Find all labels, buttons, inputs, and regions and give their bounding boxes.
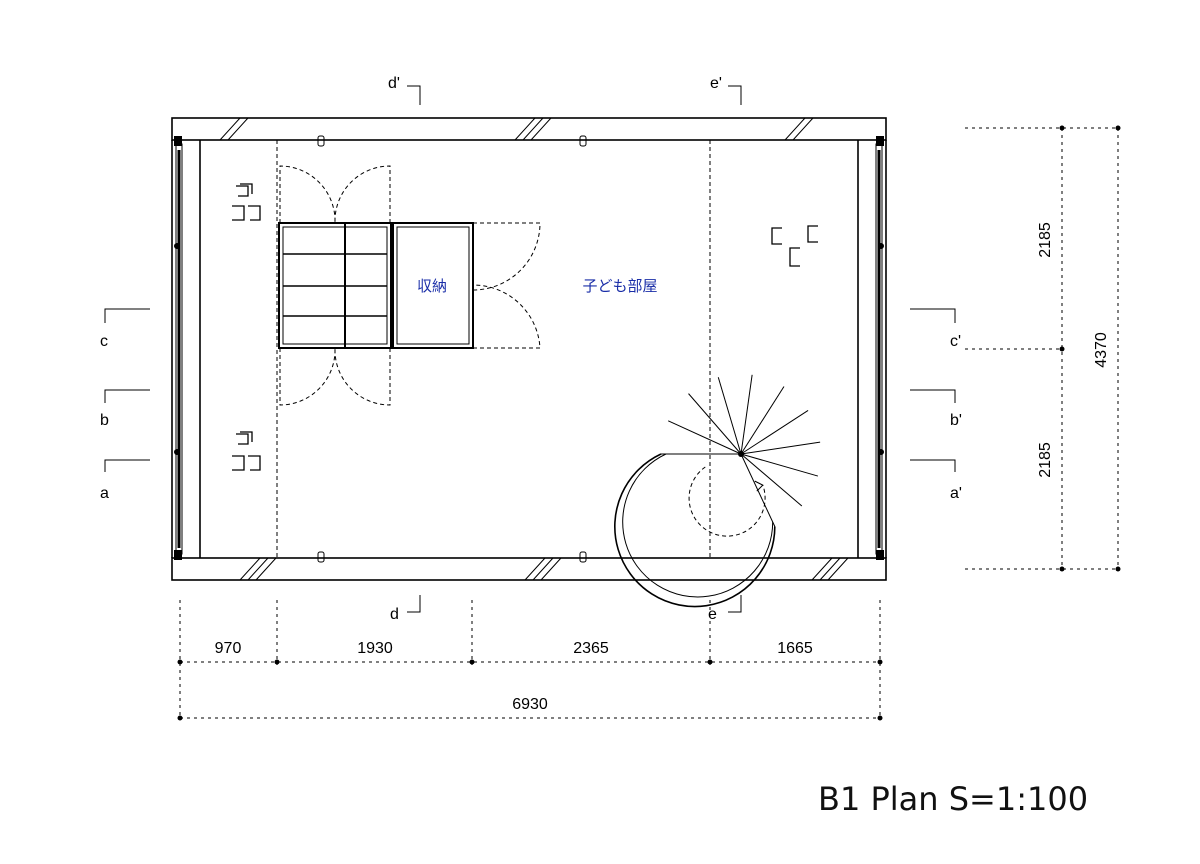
- section-b-label: b: [100, 412, 109, 429]
- vertical-dimension-dots: [1059, 125, 1121, 572]
- section-a-prime-label: a': [950, 485, 962, 502]
- section-a-label: a: [100, 485, 109, 502]
- door-swings: [279, 165, 541, 406]
- dimension-total-width: 6930: [512, 696, 548, 713]
- kids-room-label: 子ども部屋: [582, 277, 657, 295]
- storage-label: 収納: [417, 277, 447, 295]
- section-c-prime-label: c': [950, 333, 961, 350]
- dimension-970: 970: [215, 640, 242, 657]
- storage-unit: [278, 222, 474, 349]
- wall-hooks: [232, 183, 818, 471]
- horizontal-dimension-dots: [177, 659, 883, 721]
- exterior-walls: [171, 117, 887, 581]
- vertical-dimension-lines: [965, 127, 1120, 570]
- window-marks: [219, 117, 849, 581]
- wall-fixtures: [317, 135, 587, 563]
- dimension-2185-upper: 2185: [1037, 222, 1054, 258]
- section-d-prime-label: d': [388, 75, 400, 92]
- section-d-label: d: [390, 606, 399, 623]
- horizontal-dimension-lines: [179, 600, 881, 720]
- dimension-2365: 2365: [573, 640, 609, 657]
- section-e-prime-label: e': [710, 75, 722, 92]
- dimension-total-depth: 4370: [1093, 332, 1110, 368]
- plan-title: B1 Plan S=1:100: [818, 780, 1088, 818]
- section-e-label: e: [708, 606, 717, 623]
- spiral-stair: [614, 374, 821, 608]
- section-b-prime-label: b': [950, 412, 962, 429]
- dimension-1665: 1665: [777, 640, 813, 657]
- section-marker-lines: [104, 85, 956, 613]
- dimension-2185-lower: 2185: [1037, 442, 1054, 478]
- section-c-label: c: [100, 333, 108, 350]
- dimension-1930: 1930: [357, 640, 393, 657]
